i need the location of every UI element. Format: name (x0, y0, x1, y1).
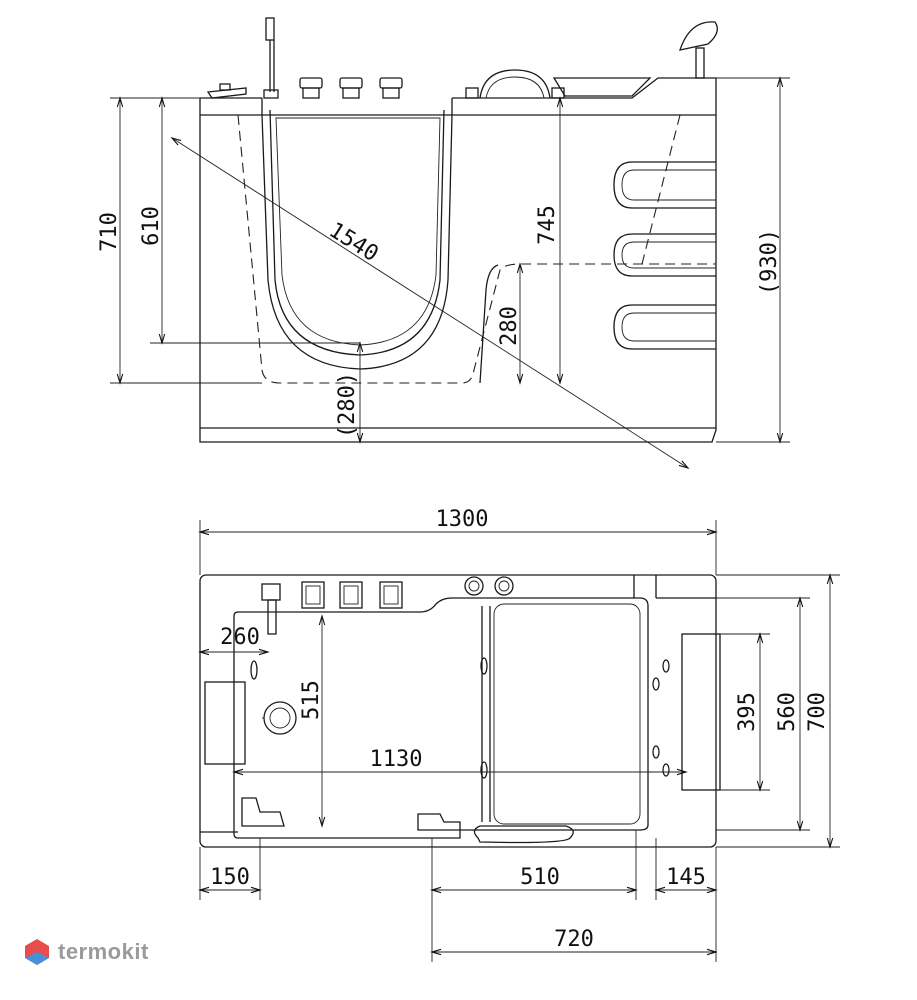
dim-1300: 1300 (436, 507, 489, 532)
dim-930-paren: (930) (757, 229, 782, 295)
hexagon-logo-icon (25, 939, 49, 965)
dim-515: 515 (299, 680, 324, 720)
dim-560: 560 (775, 692, 800, 732)
grab-handle-icon (473, 825, 574, 844)
drain-icon (262, 701, 297, 735)
dim-260: 260 (220, 625, 260, 650)
faucet-spout-icon (206, 83, 247, 99)
dim-720: 720 (554, 927, 594, 952)
dim-150: 150 (210, 865, 250, 890)
dim-145: 145 (666, 865, 706, 890)
dim-280-paren: (280) (335, 372, 360, 438)
dim-510: 510 (520, 865, 560, 890)
top-jets-icon (464, 576, 514, 596)
top-hand-shower-icon (261, 583, 281, 635)
brand-logo: termokit (24, 938, 149, 966)
top-view: 1300 260 515 1130 395 560 700 150 510 14… (198, 507, 840, 962)
dim-280: 280 (497, 306, 522, 346)
headrest-icon (552, 21, 718, 97)
dim-710: 710 (97, 212, 122, 252)
dim-610: 610 (139, 206, 164, 246)
top-control-knobs-icon (301, 581, 403, 609)
rim-jet-icon (465, 69, 565, 99)
control-knobs-icon (299, 77, 403, 99)
dim-745: 745 (535, 205, 560, 245)
side-view: 710 610 1540 745 280 (280) (930) (97, 17, 790, 470)
dim-700: 700 (805, 692, 830, 732)
door-lock-icon (241, 797, 461, 831)
dim-1130: 1130 (370, 747, 423, 772)
brand-name: termokit (58, 939, 149, 964)
dim-1540: 1540 (324, 218, 382, 267)
dim-395: 395 (735, 692, 760, 732)
hand-shower-icon (263, 17, 279, 99)
